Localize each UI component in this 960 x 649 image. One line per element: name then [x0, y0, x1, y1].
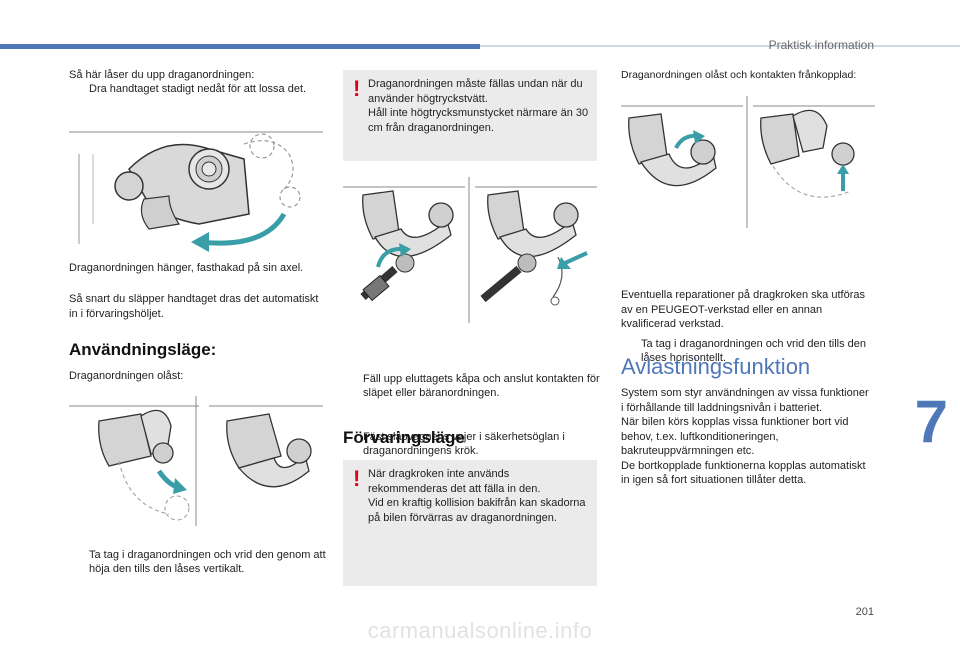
rotate-bullet: Ta tag i draganordningen och vrid den ge… [69, 548, 341, 577]
heading-storage-mode: Förvaringsläge [343, 428, 465, 447]
warning-icon: ! [353, 466, 361, 491]
para-hanging: Draganordningen hänger, fasthakad på sin… [69, 262, 304, 274]
para-repairs: Eventuella reparationer på dragkroken sk… [621, 289, 865, 330]
socket-bullet-text: Fäll upp eluttagets kåpa och anslut kont… [363, 372, 600, 400]
unlock-bullet: Dra handtaget stadigt nedåt för att loss… [69, 82, 329, 97]
warning-icon: ! [353, 76, 361, 101]
unlock-bullet-text: Dra handtaget stadigt nedåt för att loss… [89, 83, 307, 95]
watermark: carmanualsonline.info [367, 618, 593, 643]
header-rule [480, 45, 960, 47]
cable-bullet-text: Fäst släpvagnens vajer i säkerhetsöglan … [363, 430, 565, 458]
sub-unlocked: Draganordningen olåst: [69, 370, 184, 382]
heading-usage-mode: Användningsläge: [69, 340, 217, 359]
header-accent-bar [0, 44, 480, 49]
warning-box-collision: ! När dragkroken inte används rekommende… [343, 460, 597, 586]
socket-bullet: Fäll upp eluttagets kåpa och anslut kont… [343, 372, 615, 401]
figure-rotate-horizontal [621, 96, 875, 228]
rotate-bullet-text: Ta tag i draganordningen och vrid den ge… [89, 548, 326, 576]
horizontal-bullet: Ta tag i draganordningen och vrid den ti… [621, 337, 891, 366]
para-retract: Så snart du släpper handtaget dras det a… [69, 293, 319, 320]
intro-text: Så här låser du upp draganordningen: [69, 69, 255, 81]
section-title: Praktisk information [768, 38, 874, 52]
caption-disconnected: Draganordningen olåst och kontakten från… [621, 69, 857, 81]
figure-socket-connection [343, 177, 597, 323]
warning-box-pressure-wash: ! Draganordningen måste fällas undan när… [343, 70, 597, 161]
para-load-shedding: System som styr användningen av vissa fu… [621, 387, 869, 486]
warning-text-collision: När dragkroken inte används rekommendera… [368, 468, 586, 524]
figure-rotate-vertical [69, 396, 323, 526]
page-number: 201 [855, 606, 874, 618]
heading-load-shedding: Avlastningsfunktion [621, 354, 811, 379]
figure-handle-release [69, 124, 323, 258]
cable-bullet: Fäst släpvagnens vajer i säkerhetsöglan … [343, 430, 615, 459]
chapter-number: 7 [914, 388, 948, 455]
horizontal-bullet-text: Ta tag i draganordningen och vrid den ti… [641, 337, 867, 365]
warning-text-pressure-wash: Draganordningen måste fällas undan när d… [368, 78, 589, 134]
